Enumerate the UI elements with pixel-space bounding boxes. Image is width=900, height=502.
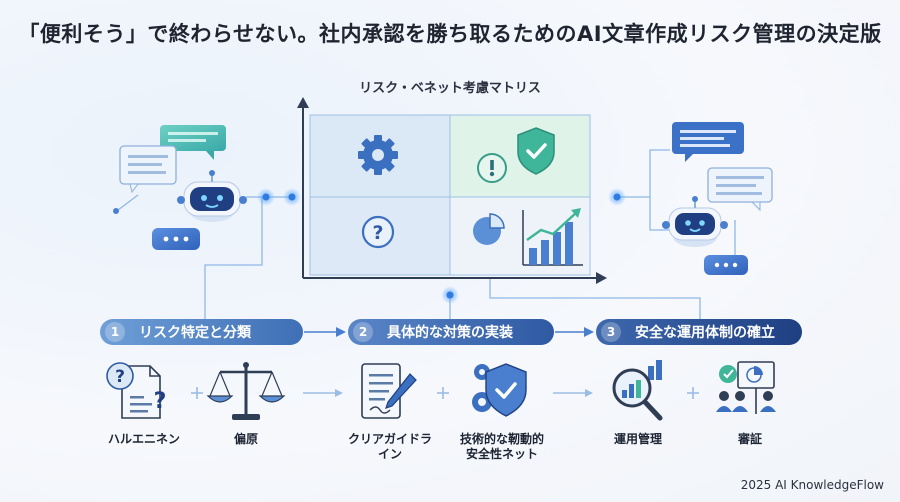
question-circle-icon: ?	[361, 215, 395, 249]
robot-icon	[177, 170, 247, 222]
label-ops: 運用管理	[613, 432, 662, 446]
label-audit: 審証	[737, 432, 762, 446]
label-guideline: クリアガイドラ イン	[330, 432, 450, 462]
label-safety-net: 技術的な靭動的 安全性ネット	[442, 432, 562, 462]
pie-chart-icon	[473, 213, 505, 245]
gear-shield-icon	[472, 363, 527, 417]
label-hallucination: ハルエニネン	[107, 432, 180, 446]
scales-icon	[206, 362, 286, 420]
step-number: 2	[353, 322, 373, 342]
label-guideline-line1: クリアガイドラ	[347, 432, 432, 446]
right-chat-cluster	[662, 122, 773, 275]
step-label: 具体的な対策の実装	[387, 325, 513, 341]
step-3-badge: 3 安全な運用体制の確立	[596, 319, 802, 345]
step-number: 3	[601, 322, 621, 342]
label-bias: 偏原	[233, 432, 258, 446]
label-guideline-line2: イン	[377, 447, 402, 461]
svg-text:?: ?	[372, 222, 383, 244]
step-1-badge: 1 リスク特定と分類	[100, 319, 303, 345]
gear-icon	[358, 135, 398, 175]
question-document-icon: ? ?	[106, 362, 167, 419]
step-2-badge: 2 具体的な対策の実装	[348, 319, 554, 345]
step-label: 安全な運用体制の確立	[635, 325, 775, 341]
label-safety-line2: 安全性ネット	[465, 447, 538, 461]
matrix-title: リスク・ベネット考慮マトリス	[359, 81, 541, 96]
chat-bubble-lines-right	[707, 167, 773, 212]
page-title: 「便利そう」で終わらせない。社内承認を勝ち取るためのAI文章作成リスク管理の決定…	[18, 22, 882, 46]
credit-text: 2025 AI KnowledgeFlow	[740, 478, 884, 492]
bottom-flow	[191, 387, 699, 399]
svg-text:?: ?	[115, 367, 125, 387]
robot-icon-right	[662, 196, 728, 247]
magnifier-chart-icon	[612, 360, 663, 421]
chat-bubble-teal	[160, 125, 226, 160]
shield-check-icon	[517, 127, 555, 175]
glow-dots	[257, 188, 626, 304]
risk-benefit-matrix: ?	[297, 97, 607, 284]
typing-bubble	[152, 228, 200, 250]
typing-bubble-right	[704, 255, 748, 275]
chat-bubble-blue	[672, 122, 744, 162]
svg-text:?: ?	[154, 389, 167, 414]
step-label: リスク特定と分類	[139, 325, 251, 341]
label-safety-line1: 技術的な靭動的	[459, 432, 544, 446]
warning-circle-icon	[477, 153, 507, 183]
step-arrows	[304, 327, 594, 337]
growth-chart-icon	[522, 208, 583, 266]
step-number: 1	[105, 322, 125, 342]
chat-bubble-lines	[119, 145, 177, 194]
presentation-team-icon	[716, 361, 776, 414]
guideline-document-icon	[361, 363, 417, 419]
left-chat-cluster	[113, 125, 247, 250]
